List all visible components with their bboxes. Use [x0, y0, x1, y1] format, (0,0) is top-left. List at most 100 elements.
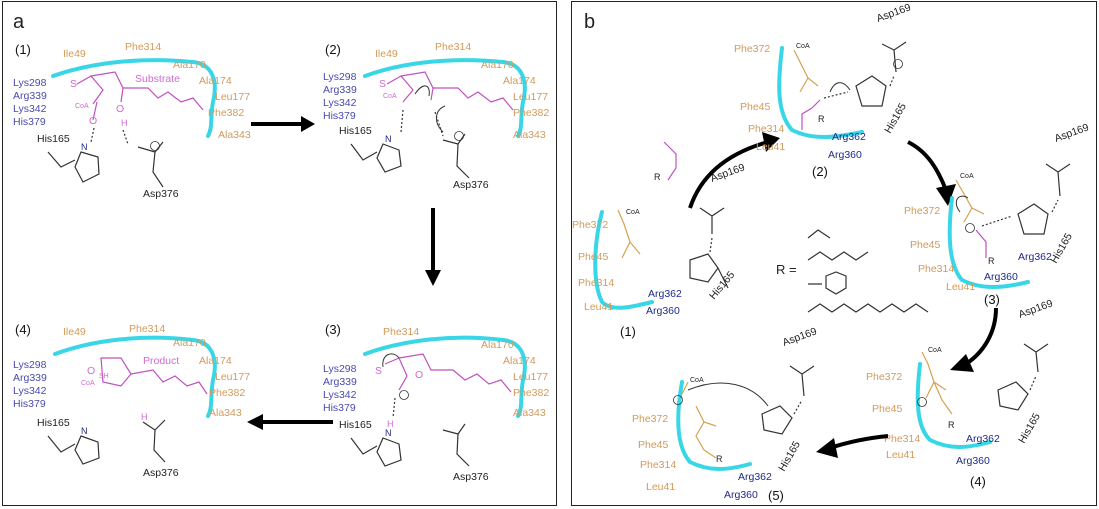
coa-label: CoA	[383, 93, 397, 100]
pocket-surface	[363, 335, 527, 418]
residue-label: Ala170	[173, 59, 206, 71]
coa-label: CoA	[75, 103, 89, 110]
residue-label: Leu177	[513, 91, 548, 103]
step-a4-label: (4)	[15, 322, 31, 337]
atom-h: H	[121, 118, 128, 128]
atom-n: N	[385, 428, 392, 438]
r-label: R	[818, 114, 825, 124]
residue-label: Lys298	[323, 363, 357, 375]
substrate-structure	[76, 71, 204, 121]
residue-label: Phe45	[740, 101, 771, 113]
residue-label: Phe314	[640, 459, 676, 471]
imidazole-ring	[47, 151, 100, 183]
atom-n: N	[81, 142, 88, 152]
imidazole-ring	[997, 381, 1029, 411]
residue-label: Phe314	[383, 326, 419, 338]
residue-label: Leu41	[584, 301, 613, 313]
residue-label: Phe372	[866, 371, 902, 383]
pocket-surface	[363, 58, 527, 138]
imidazole-ring	[1017, 203, 1049, 235]
r-equals-label: R =	[776, 262, 797, 277]
his-label: His165	[37, 133, 70, 145]
residue-label: Phe314	[435, 41, 471, 53]
arrow-head	[762, 132, 780, 152]
his-label: His165	[882, 101, 909, 135]
arrow-head	[950, 354, 974, 372]
h-bond	[889, 75, 895, 87]
residue-label: Phe314	[125, 41, 161, 53]
residue-label: Phe314	[129, 323, 165, 335]
residue-label: His379	[13, 398, 46, 410]
coa-label: CoA	[928, 347, 942, 354]
arrow-head	[247, 414, 263, 430]
carboxylate	[1045, 163, 1071, 197]
residue-label: Lys298	[323, 71, 357, 83]
h-bond	[400, 109, 444, 137]
electron-arrow	[414, 85, 430, 97]
imidazole-ring	[855, 75, 887, 107]
h-bond	[1029, 375, 1037, 391]
atom-n: N	[81, 426, 88, 436]
step-b2: Phe372 Phe45 Phe314 Leu41 Arg362 Arg360 …	[734, 2, 913, 179]
residue-label: Phe382	[208, 107, 244, 119]
residue-label: Ala343	[513, 407, 546, 419]
residue-label: Phe45	[910, 239, 941, 251]
his-label: His165	[37, 417, 70, 429]
residue-label: Phe314	[578, 277, 614, 289]
h-bond	[823, 91, 849, 99]
arrow-head	[816, 438, 838, 458]
asp-label: Asp169	[781, 325, 819, 349]
electron-arrow	[829, 82, 851, 93]
his-label: His165	[707, 269, 737, 302]
residue-label: Arg362	[832, 131, 866, 143]
residue-label: Ile49	[63, 326, 86, 338]
residue-label: Arg339	[323, 376, 357, 388]
residue-label: Phe372	[632, 413, 668, 425]
residue-label: Phe45	[872, 403, 903, 415]
step-a4: (4) Ile49 Phe314 Ala170 Ala174 Leu177 Ph…	[13, 322, 250, 479]
residue-label: Leu177	[513, 371, 548, 383]
residue-label: Lys342	[323, 389, 357, 401]
step-a1-label: (1)	[15, 42, 31, 57]
residue-label: Phe314	[748, 123, 784, 135]
r-hexyl	[807, 251, 869, 261]
substrate-label: Substrate	[135, 73, 180, 85]
imidazole-ring	[350, 437, 402, 467]
electron-arrow	[955, 195, 969, 213]
coa-label: CoA	[690, 377, 704, 384]
imidazole-ring	[350, 143, 402, 173]
carboxylate	[442, 423, 470, 467]
residue-label: Leu41	[886, 449, 915, 461]
residue-label: Arg362	[1018, 251, 1052, 263]
asp-label: Asp169	[709, 161, 747, 185]
his-label: His165	[1048, 231, 1075, 265]
step-b3-label: (3)	[984, 292, 1000, 307]
residue-label: Ala174	[199, 75, 232, 87]
step-b2-label: (2)	[812, 164, 828, 179]
alcohol-chain	[663, 141, 677, 181]
residue-label: Lys298	[13, 359, 47, 371]
residue-label: Arg360	[956, 455, 990, 467]
carboxylate	[1023, 343, 1049, 373]
r-label: R	[988, 256, 995, 266]
asp-label: Asp376	[143, 188, 179, 200]
carboxylate	[699, 207, 725, 234]
residue-label: Phe45	[578, 251, 609, 263]
his-label: His165	[339, 419, 372, 431]
residue-label: Phe372	[572, 219, 608, 231]
residue-label: Phe45	[638, 439, 669, 451]
residue-label: Phe372	[734, 43, 770, 55]
residue-label: Phe382	[513, 107, 549, 119]
acetyl-coa	[617, 209, 641, 259]
step-a2-label: (2)	[325, 42, 341, 57]
atom-h: H	[141, 412, 148, 422]
pocket-surface	[947, 196, 1030, 289]
h-bond	[981, 215, 1013, 227]
tetrahedral-intermediate	[921, 351, 953, 415]
residue-label: His379	[13, 116, 46, 128]
reaction-arrow	[964, 307, 998, 366]
alkoxide	[975, 229, 987, 258]
h-bond	[1051, 199, 1059, 213]
residue-label: Ala343	[513, 129, 546, 141]
electron-arrow	[687, 382, 769, 407]
